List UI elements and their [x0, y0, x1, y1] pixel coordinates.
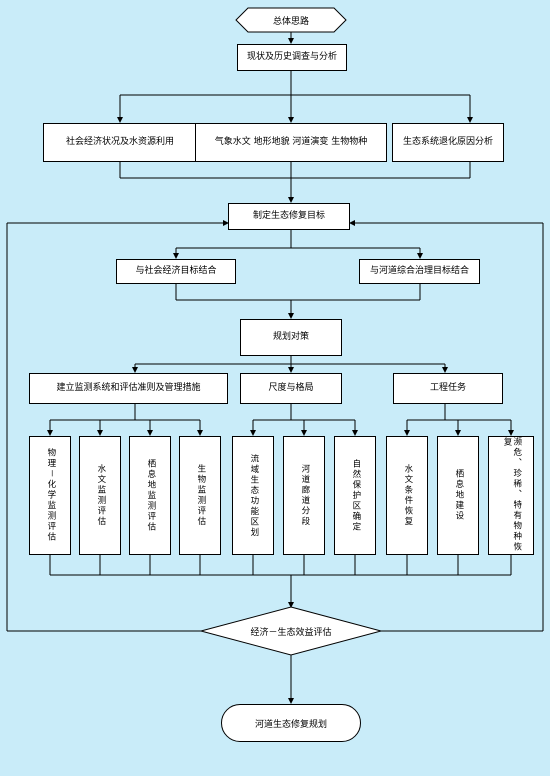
monitoring-physchem: 物理－化学监测评估 [29, 436, 71, 555]
scale-reserve: 自然保护区确定 [334, 436, 376, 555]
monitoring-hydrology-label: 水文监测评估 [95, 464, 106, 527]
goal-box: 制定生态修复目标 [228, 203, 350, 230]
end-node: 河道生态修复规划 [221, 704, 361, 742]
evaluation-node: 经济－生态效益评估 [250, 627, 332, 638]
engineering-habitat: 栖息地建设 [437, 436, 479, 555]
strategy-box: 规划对策 [240, 319, 342, 356]
scale-reserve-label: 自然保护区确定 [350, 458, 361, 533]
engineering-habitat-label: 栖息地建设 [453, 469, 464, 522]
scale-zoning: 流域生态功能区划 [232, 436, 274, 555]
branch-scale: 尺度与格局 [240, 373, 342, 404]
engineering-hydrology: 水文条件恢复 [386, 436, 428, 555]
start-node: 总体思路 [272, 16, 309, 27]
engineering-hydrology-label: 水文条件恢复 [402, 464, 413, 527]
input-natural-conditions: 气象水文 地形地貌 河道演变 生物物种 [195, 123, 387, 162]
input-degradation-analysis: 生态系统退化原因分析 [392, 123, 504, 162]
branch-monitoring: 建立监测系统和评估准则及管理措施 [29, 373, 228, 404]
engineering-species-label: 濒危、珍稀、特有物种恢复 [502, 437, 522, 553]
scale-corridor: 河道廊道分段 [283, 436, 325, 555]
monitoring-biological-label: 生物监测评估 [195, 464, 206, 527]
monitoring-habitat: 栖息地监测评估 [129, 436, 171, 555]
engineering-species: 濒危、珍稀、特有物种恢复 [488, 436, 534, 555]
input-socioeconomic: 社会经济状况及水资源利用 [43, 123, 197, 162]
monitoring-hydrology: 水文监测评估 [79, 436, 121, 555]
scale-corridor-label: 河道廊道分段 [299, 464, 310, 527]
evaluation-diamond [199, 606, 383, 656]
survey-box: 现状及历史调查与分析 [237, 44, 347, 71]
scale-zoning-label: 流域生态功能区划 [248, 453, 259, 538]
start-hexagon [235, 7, 347, 33]
branch-engineering: 工程任务 [393, 373, 503, 404]
integration-river-management: 与河道综合治理目标结合 [359, 259, 480, 284]
monitoring-physchem-label: 物理－化学监测评估 [45, 448, 56, 543]
integration-socioeconomic: 与社会经济目标结合 [116, 259, 236, 284]
monitoring-biological: 生物监测评估 [179, 436, 221, 555]
monitoring-habitat-label: 栖息地监测评估 [145, 458, 156, 533]
